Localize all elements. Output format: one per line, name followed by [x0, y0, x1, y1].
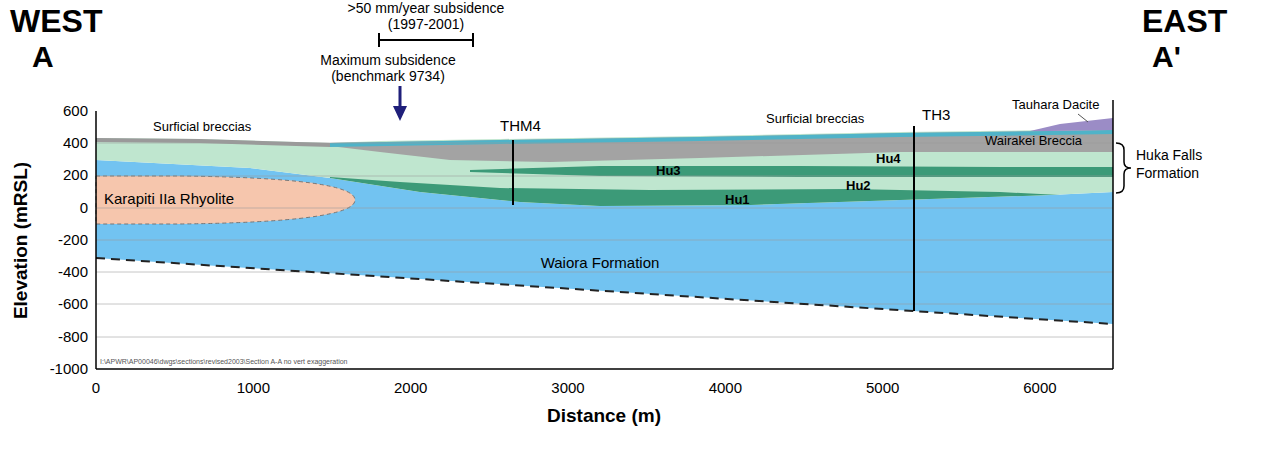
tick-label: 200 [63, 167, 88, 184]
formation-label: Huka Falls Formation [1136, 147, 1251, 182]
tick-label: 5000 [866, 380, 899, 397]
tick-label: 4000 [709, 380, 742, 397]
unit-label: Wairakei Breccia [985, 134, 1082, 148]
section-letter: A [32, 40, 54, 73]
borehole-label: THM4 [500, 118, 541, 135]
tick-label: -600 [58, 296, 88, 313]
karapiti-rhyolite [96, 176, 355, 224]
hu1-unit [330, 177, 1060, 206]
file-note: I:\APWR\AP00046\dwgs\sections\revised200… [100, 358, 347, 366]
subsidence-arrow [399, 86, 402, 108]
tick-label: -200 [58, 232, 88, 249]
unit-label: Hu4 [876, 152, 901, 166]
unit-label: Surficial breccias [153, 120, 251, 134]
bracket [1116, 143, 1131, 193]
tick-label: 6000 [1023, 380, 1056, 397]
borehole-label: TH3 [922, 107, 950, 124]
tick-label: 0 [92, 380, 100, 397]
axis-title: Elevation (mRSL) [12, 161, 33, 318]
tick-label: 1000 [237, 380, 270, 397]
borehole [512, 140, 514, 205]
tick-label: 0 [80, 200, 88, 217]
grid-lines [96, 143, 1113, 337]
tick-label: 2000 [394, 380, 427, 397]
view-title: EAST [1142, 4, 1227, 39]
unit-label: Hu1 [725, 193, 750, 207]
leader-line [1078, 114, 1088, 122]
unit-label: Tauhara Dacite [1012, 98, 1099, 112]
unit-label: Karapiti IIa Rhyolite [104, 191, 234, 208]
arrow-head [393, 106, 407, 121]
axes [96, 100, 1113, 369]
unit-label: Waiora Formation [541, 255, 660, 272]
tick-label: 600 [63, 103, 88, 120]
view-title: WEST [10, 4, 102, 39]
tick-label: -1000 [50, 361, 88, 378]
section-letter: A' [1152, 40, 1181, 73]
hu3-unit [470, 166, 1113, 177]
tick-label: 3000 [551, 380, 584, 397]
tick-label: -800 [58, 329, 88, 346]
tauhara-dacite [1030, 118, 1113, 131]
tick-label: -400 [58, 264, 88, 281]
callout-text: >50 mm/year subsidence [348, 1, 505, 16]
tick-label: 400 [63, 135, 88, 152]
callout-text: (benchmark 9734) [331, 69, 445, 84]
unit-label: Hu3 [656, 164, 681, 178]
borehole [913, 126, 915, 311]
subsidence-bar [379, 33, 473, 47]
wairakei-breccia [330, 130, 1113, 162]
axis-title: Distance (m) [547, 406, 661, 427]
unit-label: Surficial breccias [766, 112, 864, 126]
callout-text: (1997-2001) [388, 17, 464, 32]
callout-text: Maximum subsidence [320, 53, 455, 68]
unit-label: Hu2 [846, 179, 871, 193]
